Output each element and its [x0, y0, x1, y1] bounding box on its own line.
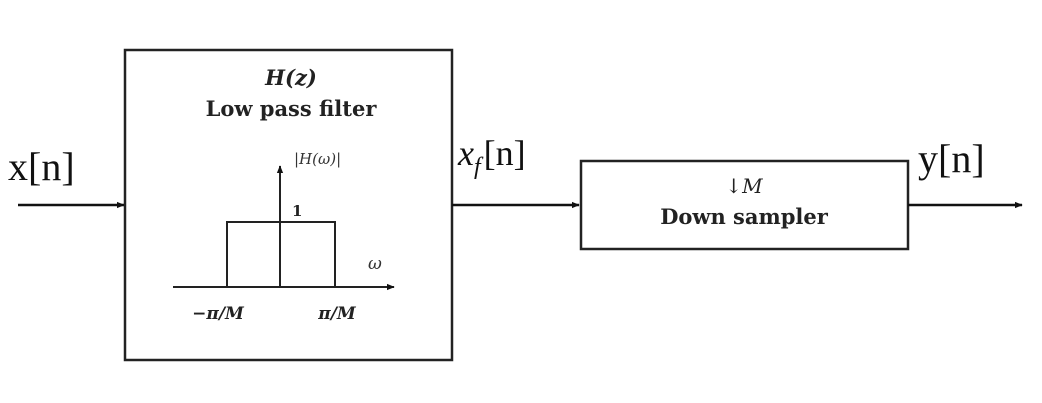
right-cutoff-label: π/M [317, 304, 357, 324]
left-cutoff-label: −π/M [192, 304, 245, 324]
down-sampler-factor: ↓M [725, 174, 763, 198]
input-signal-label: x[n] [8, 144, 75, 189]
intermediate-signal-label: xf[n] [457, 133, 526, 180]
frequency-response-plot: |H(ω)| 1 ω −π/M π/M [173, 150, 395, 324]
frequency-axis-label: ω [368, 254, 382, 274]
filter-name: Low pass filter [206, 96, 378, 121]
low-pass-filter-block: H(z) Low pass filter |H(ω)| 1 ω −π/M π/M [123, 48, 454, 362]
output-signal-label: y[n] [918, 136, 985, 181]
down-sampler-name: Down sampler [660, 204, 829, 229]
passband-level-label: 1 [292, 202, 302, 220]
filter-transfer-function: H(z) [264, 65, 317, 90]
passband-rectangle [226, 221, 336, 287]
magnitude-axis-label: |H(ω)| [294, 150, 341, 168]
intermediate-signal-subscript: f [474, 154, 484, 180]
intermediate-signal-base: x [457, 133, 474, 173]
intermediate-signal-index: [n] [484, 133, 526, 173]
down-sampler-block: ↓M Down sampler [579, 159, 910, 251]
